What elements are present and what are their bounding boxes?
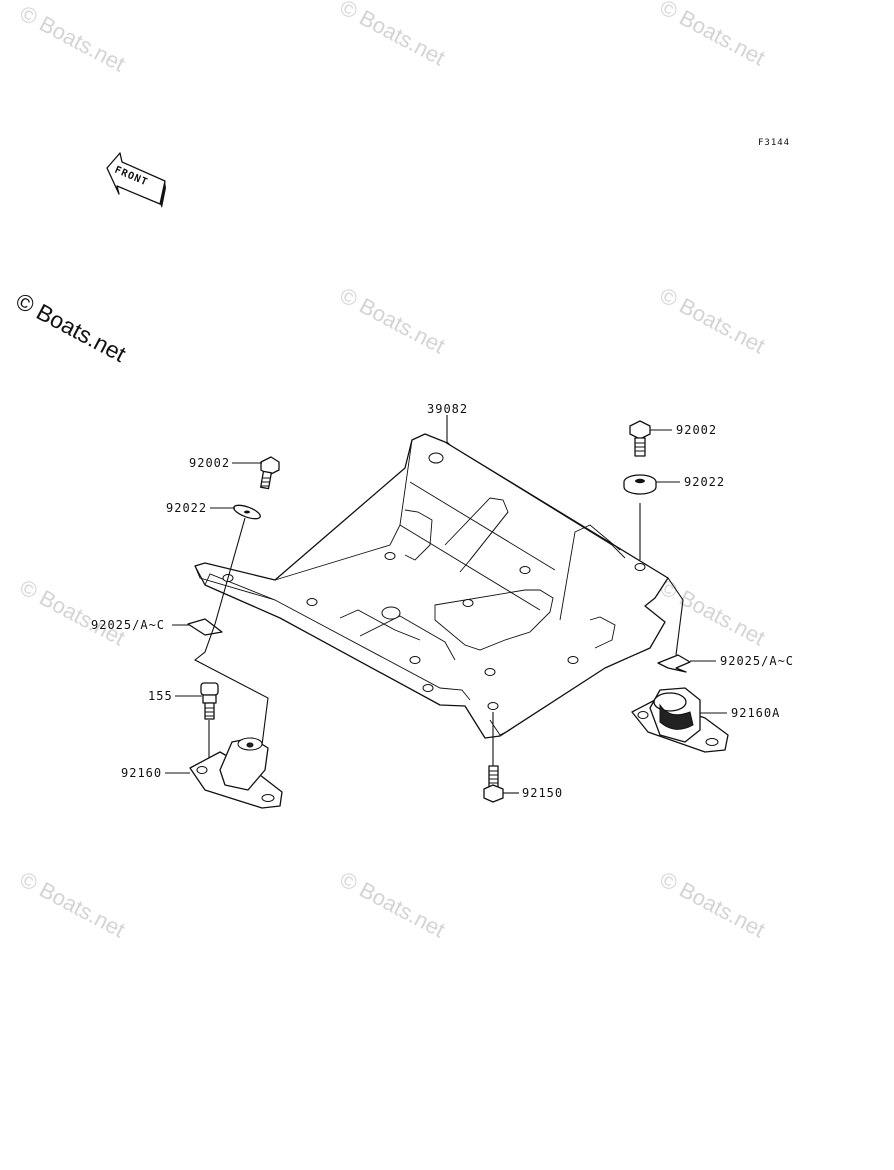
bolt-bottom-icon bbox=[483, 765, 504, 803]
stud-icon bbox=[200, 682, 219, 720]
watermark: © Boats.net bbox=[336, 866, 450, 942]
bolt-right-icon bbox=[629, 420, 651, 457]
watermark: © Boats.net bbox=[336, 282, 450, 358]
watermark: © Boats.net bbox=[16, 574, 130, 650]
label-92002-right: 92002 bbox=[676, 423, 717, 437]
clip-left-icon bbox=[187, 618, 223, 636]
diagram-code: F3144 bbox=[758, 138, 790, 148]
bolt-left-icon bbox=[260, 456, 280, 490]
watermark: © Boats.net bbox=[656, 282, 770, 358]
watermark-group: © Boats.net © Boats.net © Boats.net © Bo… bbox=[12, 0, 770, 943]
front-arrow-icon: FRONT bbox=[106, 152, 166, 208]
label-39082: 39082 bbox=[427, 402, 468, 416]
mount-left-icon bbox=[189, 737, 283, 809]
leader-lines bbox=[165, 415, 727, 794]
watermark: © Boats.net bbox=[656, 866, 770, 942]
label-92025-left: 92025/A~C bbox=[91, 618, 165, 632]
watermark: © Boats.net bbox=[336, 0, 450, 71]
label-92022-left: 92022 bbox=[166, 501, 207, 515]
watermark-main: © Boats.net bbox=[12, 287, 131, 367]
part-labels: 39082 92002 92022 92025/A~C 155 92160 92… bbox=[91, 402, 794, 800]
label-92002-left: 92002 bbox=[189, 456, 230, 470]
watermark: © Boats.net bbox=[16, 866, 130, 942]
watermark: © Boats.net bbox=[16, 0, 130, 76]
mount-right-icon bbox=[631, 687, 729, 753]
washer-right-icon bbox=[623, 474, 657, 495]
washer-left-icon bbox=[233, 504, 261, 520]
label-92025-right: 92025/A~C bbox=[720, 654, 794, 668]
watermark: © Boats.net bbox=[656, 0, 770, 71]
label-92150: 92150 bbox=[522, 786, 563, 800]
label-92160: 92160 bbox=[121, 766, 162, 780]
label-92022-right: 92022 bbox=[684, 475, 725, 489]
label-92160a: 92160A bbox=[731, 706, 780, 720]
label-155: 155 bbox=[148, 689, 173, 703]
engine-bed-frame bbox=[194, 433, 669, 739]
clip-right-icon bbox=[657, 654, 691, 673]
